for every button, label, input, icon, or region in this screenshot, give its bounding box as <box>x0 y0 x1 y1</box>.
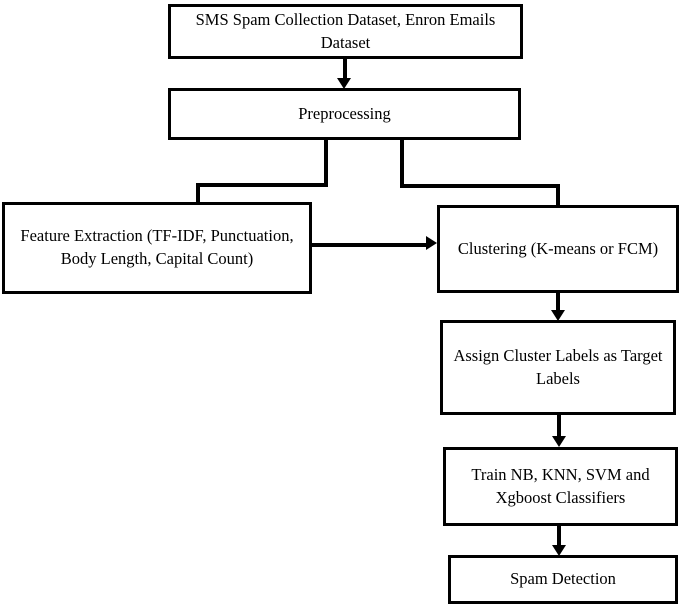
edge-preprocessing-to-clustering-segment-vertical-bottom <box>556 184 560 207</box>
edge-preprocessing-to-feature-segment-vertical-top <box>324 140 328 187</box>
arrowhead-down-icon <box>551 310 565 321</box>
node-feature-extraction-label: Feature Extraction (TF-IDF, Punctuation,… <box>20 226 294 268</box>
edge-preprocessing-to-clustering-segment-vertical-top <box>400 140 404 188</box>
node-train-classifiers-label: Train NB, KNN, SVM and Xgboost Classifie… <box>471 464 650 507</box>
edge-preprocessing-to-feature-segment-horizontal <box>196 183 328 187</box>
node-preprocessing[interactable]: Preprocessing <box>168 88 521 140</box>
edge-assign-to-train <box>557 415 561 438</box>
node-train-classifiers[interactable]: Train NB, KNN, SVM and Xgboost Classifie… <box>443 447 678 526</box>
edge-preprocessing-to-clustering-segment-horizontal <box>400 184 560 188</box>
edge-feature-to-clustering <box>312 243 429 247</box>
node-assign-cluster-labels-label: Assign Cluster Labels as Target Labels <box>453 345 663 388</box>
node-preprocessing-label: Preprocessing <box>298 103 391 123</box>
edge-preprocessing-to-feature-segment-vertical-bottom <box>196 183 200 204</box>
arrowhead-down-icon <box>552 545 566 556</box>
edge-train-to-spam-detection <box>557 526 561 547</box>
node-clustering-label: Clustering (K-means or FCM) <box>457 238 659 258</box>
node-dataset[interactable]: SMS Spam Collection Dataset, Enron Email… <box>168 4 523 59</box>
arrowhead-right-icon <box>426 236 437 250</box>
arrowhead-down-icon <box>552 436 566 447</box>
node-spam-detection-label: Spam Detection <box>510 569 616 589</box>
node-dataset-label: SMS Spam Collection Dataset, Enron Email… <box>195 9 496 52</box>
node-spam-detection[interactable]: Spam Detection <box>448 555 678 604</box>
edge-dataset-to-preprocessing <box>343 58 347 80</box>
node-clustering[interactable]: Clustering (K-means or FCM) <box>437 205 679 293</box>
node-feature-extraction[interactable]: Feature Extraction (TF-IDF, Punctuation,… <box>2 202 312 294</box>
arrowhead-down-icon <box>337 78 351 89</box>
edge-clustering-to-assign <box>556 293 560 313</box>
node-assign-cluster-labels[interactable]: Assign Cluster Labels as Target Labels <box>440 320 676 415</box>
